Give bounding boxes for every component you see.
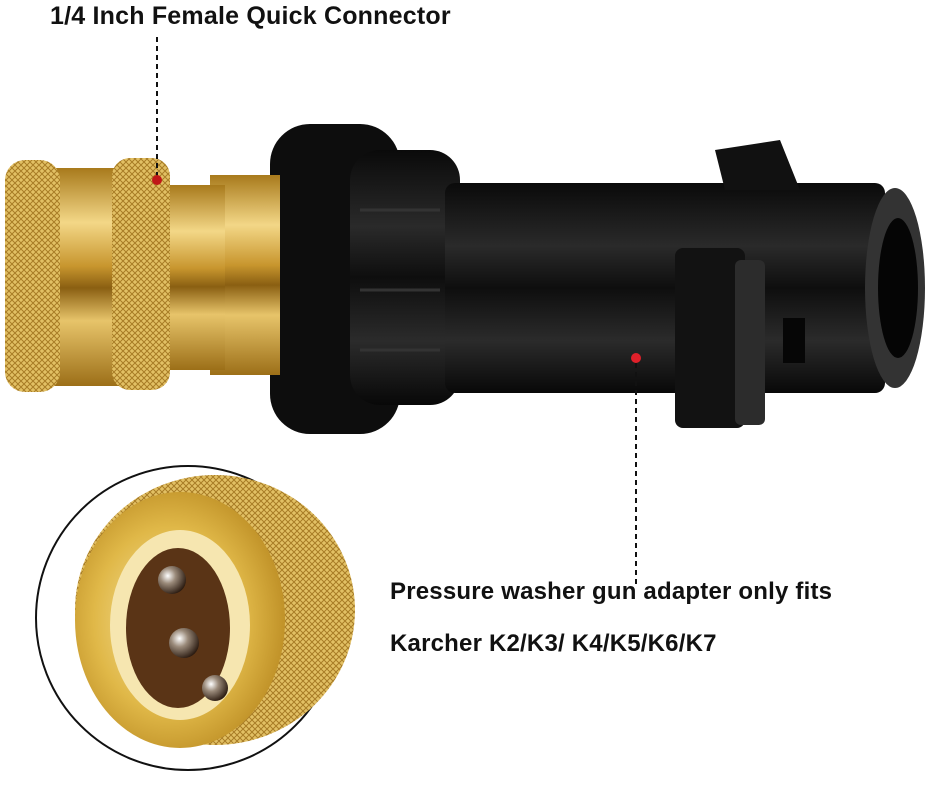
adapter-compat-label-line1: Pressure washer gun adapter only fits xyxy=(390,578,833,605)
quick-connector-label: 1/4 Inch Female Quick Connector xyxy=(50,2,451,30)
connector-face-closeup xyxy=(35,465,355,771)
brass-quick-connector xyxy=(5,158,280,392)
callout-bottom-pointer xyxy=(631,353,641,585)
callout-top-pointer xyxy=(152,37,162,185)
adapter-compat-label-line2: Karcher K2/K3/ K4/K5/K6/K7 xyxy=(390,630,717,657)
black-gun-adapter xyxy=(270,124,925,434)
